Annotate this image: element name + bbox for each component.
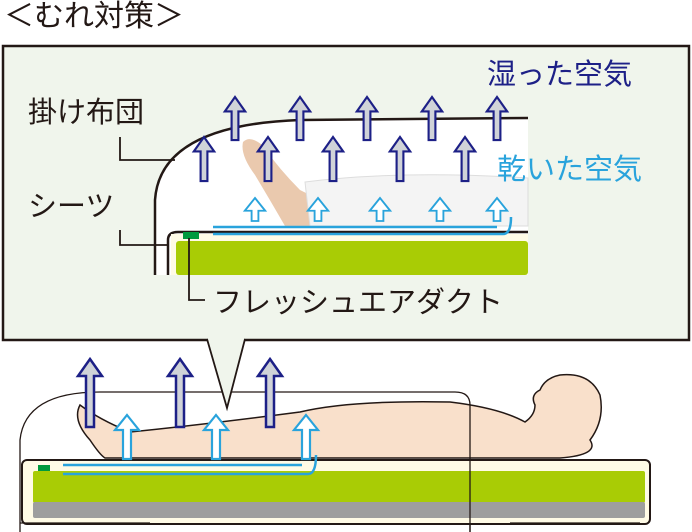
dry-air-label: 乾いた空気 xyxy=(497,152,643,186)
dry-air-arrow-icon xyxy=(427,196,453,222)
duct-label: フレッシュエアダクト xyxy=(213,285,504,319)
humid-air-arrow-icon xyxy=(354,95,380,142)
body-illustration xyxy=(76,373,602,459)
duct-leader-line xyxy=(188,238,205,301)
blanket-label: 掛け布団 xyxy=(28,95,145,129)
sheet-line xyxy=(166,230,528,275)
humid-air-arrow-icon xyxy=(255,135,281,183)
bottom-blanket-line xyxy=(19,391,471,532)
dry-air-arrow-icon xyxy=(291,413,321,461)
air-duct-flow xyxy=(63,454,318,476)
sheet-label: シーツ xyxy=(28,189,115,223)
dry-air-arrow-icon xyxy=(201,413,231,461)
air-duct-flow xyxy=(213,216,513,236)
duct-outlet xyxy=(183,232,199,239)
blanket-line xyxy=(153,116,529,275)
humid-air-arrow-icon xyxy=(452,135,478,183)
humid-air-arrow-icon xyxy=(419,95,445,142)
humid-air-arrow-icon xyxy=(255,356,285,429)
bottom-mattress-green xyxy=(33,471,645,503)
sheet-leader-line xyxy=(119,230,168,246)
dry-air-arrow-icon xyxy=(242,196,268,222)
humid-air-arrow-icon xyxy=(191,135,217,183)
dry-air-arrow-icon xyxy=(112,413,142,461)
humid-air-arrow-icon xyxy=(75,356,105,429)
mattress-green xyxy=(176,241,528,275)
diagram-title: ＜むれ対策＞ xyxy=(4,0,184,34)
callout-pointer xyxy=(206,338,246,412)
dry-air-arrow-icon xyxy=(305,196,331,222)
humid-air-arrow-icon xyxy=(484,95,510,142)
dry-air-arrow-icon xyxy=(367,196,393,222)
humid-air-arrow-icon xyxy=(165,356,195,429)
humid-air-arrow-icon xyxy=(222,95,248,142)
dry-air-arrow-icon xyxy=(484,196,510,222)
foot-illustration xyxy=(242,139,320,226)
bottom-duct-outlet xyxy=(38,465,50,471)
humid-air-label: 湿った空気 xyxy=(487,57,633,91)
humid-air-arrow-icon xyxy=(320,135,346,183)
bottom-mattress-base xyxy=(33,502,645,518)
blanket-leader-line xyxy=(119,137,175,161)
callout-pointer-mask xyxy=(208,336,244,340)
humid-air-arrow-icon xyxy=(387,135,413,183)
humid-air-arrow-icon xyxy=(287,95,313,142)
